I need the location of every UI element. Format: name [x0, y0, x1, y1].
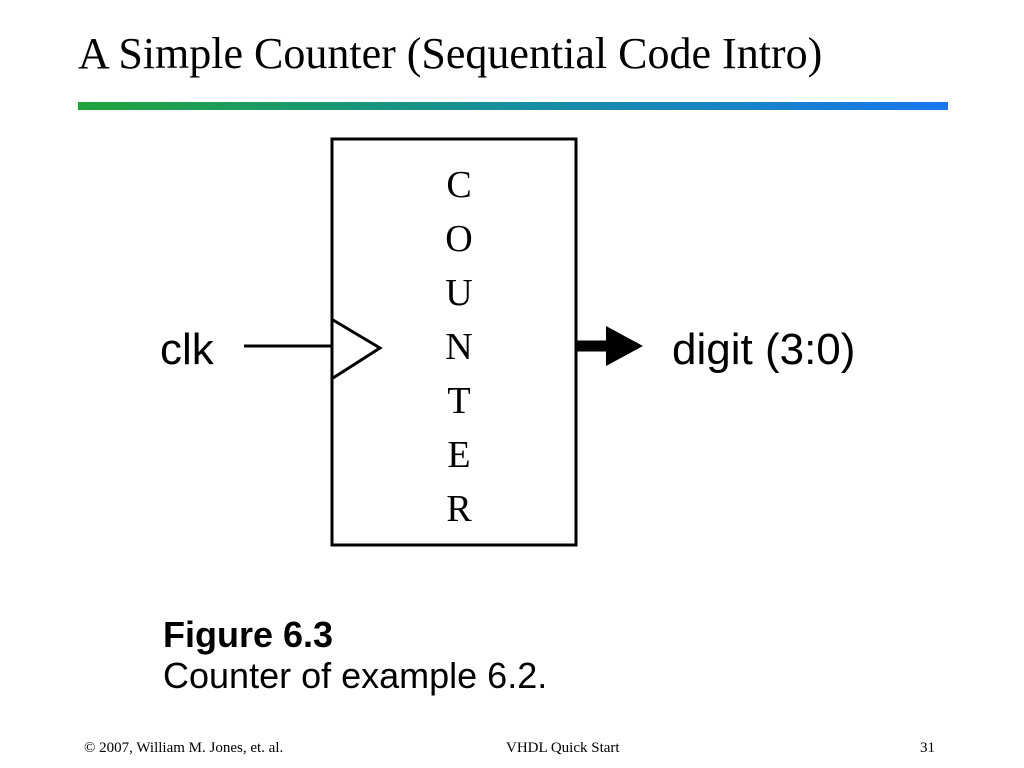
figure-number: Figure 6.3	[163, 614, 334, 655]
clk-label: clk	[160, 325, 215, 374]
figure-caption: Figure 6.3 Counter of example 6.2.	[163, 614, 547, 697]
block-letter: C	[446, 164, 471, 206]
block-letter: O	[445, 218, 472, 260]
footer-course-title: VHDL Quick Start	[506, 740, 620, 756]
block-letter: T	[447, 380, 470, 422]
digit-label: digit (3:0)	[672, 325, 855, 374]
block-letter: R	[446, 488, 472, 530]
slide-number: 31	[920, 740, 935, 756]
figure-description: Counter of example 6.2.	[163, 655, 548, 697]
slide-title: A Simple Counter (Sequential Code Intro)	[78, 29, 823, 78]
footer-copyright: © 2007, William M. Jones, et. al.	[84, 740, 284, 756]
clock-edge-symbol	[332, 318, 383, 380]
block-letter: U	[445, 272, 472, 314]
output-arrowhead-icon	[606, 326, 643, 366]
title-underline	[78, 102, 948, 110]
block-letter: E	[447, 434, 470, 476]
block-letter: N	[445, 326, 472, 368]
